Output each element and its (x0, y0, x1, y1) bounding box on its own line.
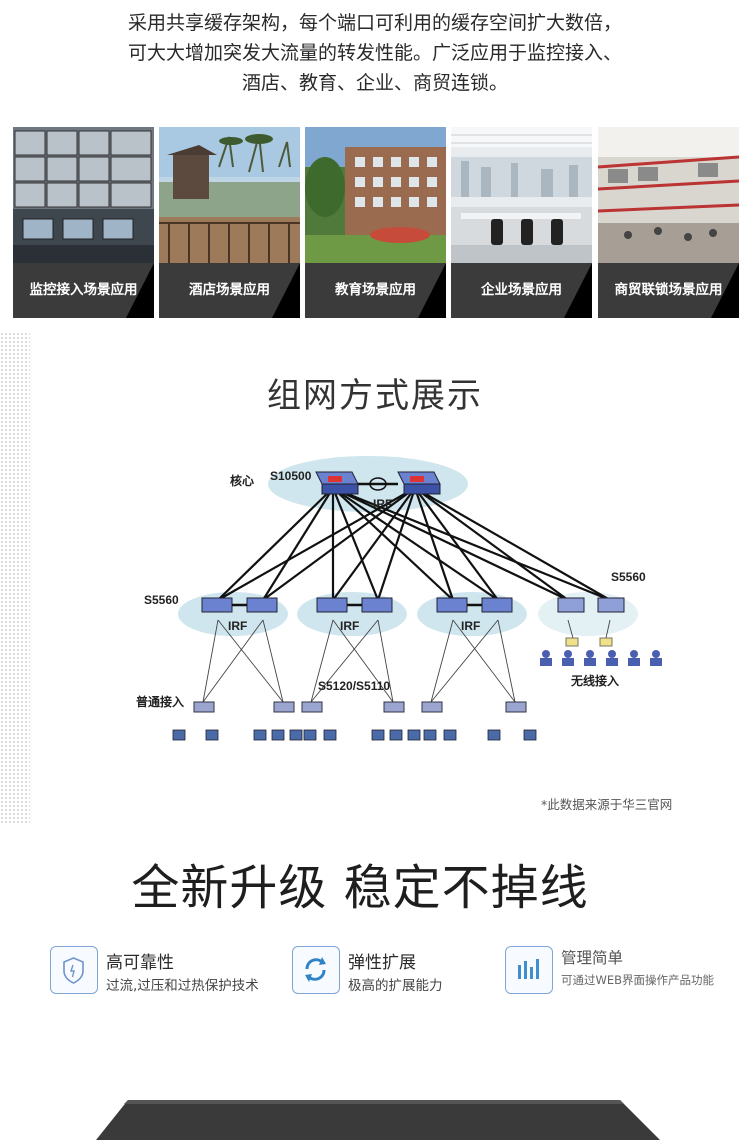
access-points (565, 637, 613, 647)
source-note: *此数据来源于华三官网 (541, 797, 673, 812)
monitoring-room-image (13, 127, 154, 263)
scene-gallery: 监控接入场景应用 酒店场景应用 (13, 127, 740, 318)
irf-ring (369, 477, 387, 491)
education-image (305, 127, 446, 263)
feature-title: 弹性扩展 (348, 953, 416, 973)
scene-label: 商贸联锁场景应用 (614, 282, 723, 298)
shield-icon (50, 946, 98, 994)
access-switches (193, 701, 527, 713)
intro-line-2: 可大大增加突发大流量的转发性能。广泛应用于监控接入、 (127, 42, 622, 64)
scene-tile-retail[interactable]: 商贸联锁场景应用 (598, 127, 739, 318)
network-topology-diagram: 核心 S10500 IRF S5560 S5560 IRF IRF IRF S5… (136, 456, 662, 741)
shopping-mall-image (598, 127, 739, 263)
dot-pattern-decoration (0, 332, 30, 824)
agg-irf-label-2: IRF (340, 619, 359, 633)
scene-tile-education[interactable]: 教育场景应用 (305, 127, 446, 318)
scene-label: 酒店场景应用 (189, 282, 270, 298)
wireless-switches (557, 597, 625, 613)
switch-product-image (96, 1100, 660, 1140)
agg-label-right: S5560 (611, 570, 646, 584)
feature-subtitle: 极高的扩展能力 (348, 978, 443, 994)
feature-title: 高可靠性 (106, 953, 174, 973)
core-switch-2 (397, 471, 441, 495)
core-label: 核心 (230, 473, 254, 488)
access-label: 普通接入 (136, 694, 184, 709)
access-model-label: S5120/S5110 (318, 679, 390, 693)
network-diagram-section: 组网方式展示 (0, 332, 750, 824)
scene-tile-hotel[interactable]: 酒店场景应用 (159, 127, 300, 318)
core-model-label: S10500 (270, 469, 312, 483)
intro-line-1: 采用共享缓存架构，每个端口可利用的缓存空间扩大数倍， (127, 12, 622, 34)
core-switch-1 (315, 471, 359, 495)
feature-scalability: 弹性扩展 极高的扩展能力 (292, 942, 492, 998)
hotel-image (159, 127, 300, 263)
feature-title: 管理简单 (561, 949, 624, 967)
diagram-title: 组网方式展示 (267, 376, 483, 416)
intro-line-3: 酒店、教育、企业、商贸连锁。 (241, 72, 508, 94)
scene-label: 教育场景应用 (335, 282, 416, 298)
access-downlinks (202, 619, 611, 703)
feature-management: 管理简单 可通过WEB界面操作产品功能 (505, 942, 725, 998)
bars-icon (505, 946, 553, 994)
scene-tile-monitoring[interactable]: 监控接入场景应用 (13, 127, 154, 318)
wireless-label: 无线接入 (570, 673, 619, 688)
refresh-icon (292, 946, 340, 994)
agg-irf-label-3: IRF (461, 619, 480, 633)
enterprise-office-image (451, 127, 592, 263)
intro-text: 采用共享缓存架构，每个端口可利用的缓存空间扩大数倍， 可大大增加突发大流量的转发… (0, 8, 750, 98)
scene-label: 监控接入场景应用 (29, 282, 138, 298)
core-irf-label: IRF (373, 497, 392, 511)
client-computers (172, 729, 537, 741)
feature-subtitle: 可通过WEB界面操作产品功能 (561, 973, 715, 987)
feature-reliability: 高可靠性 过流,过压和过热保护技术 (50, 942, 280, 998)
agg-label-left: S5560 (144, 593, 179, 607)
headline: 全新升级 稳定不掉线 (131, 860, 589, 916)
wireless-users (540, 650, 662, 666)
feature-subtitle: 过流,过压和过热保护技术 (106, 978, 259, 994)
scene-tile-enterprise[interactable]: 企业场景应用 (451, 127, 592, 318)
core-uplinks (217, 486, 611, 602)
scene-label: 企业场景应用 (481, 282, 562, 298)
agg-irf-label-1: IRF (228, 619, 247, 633)
